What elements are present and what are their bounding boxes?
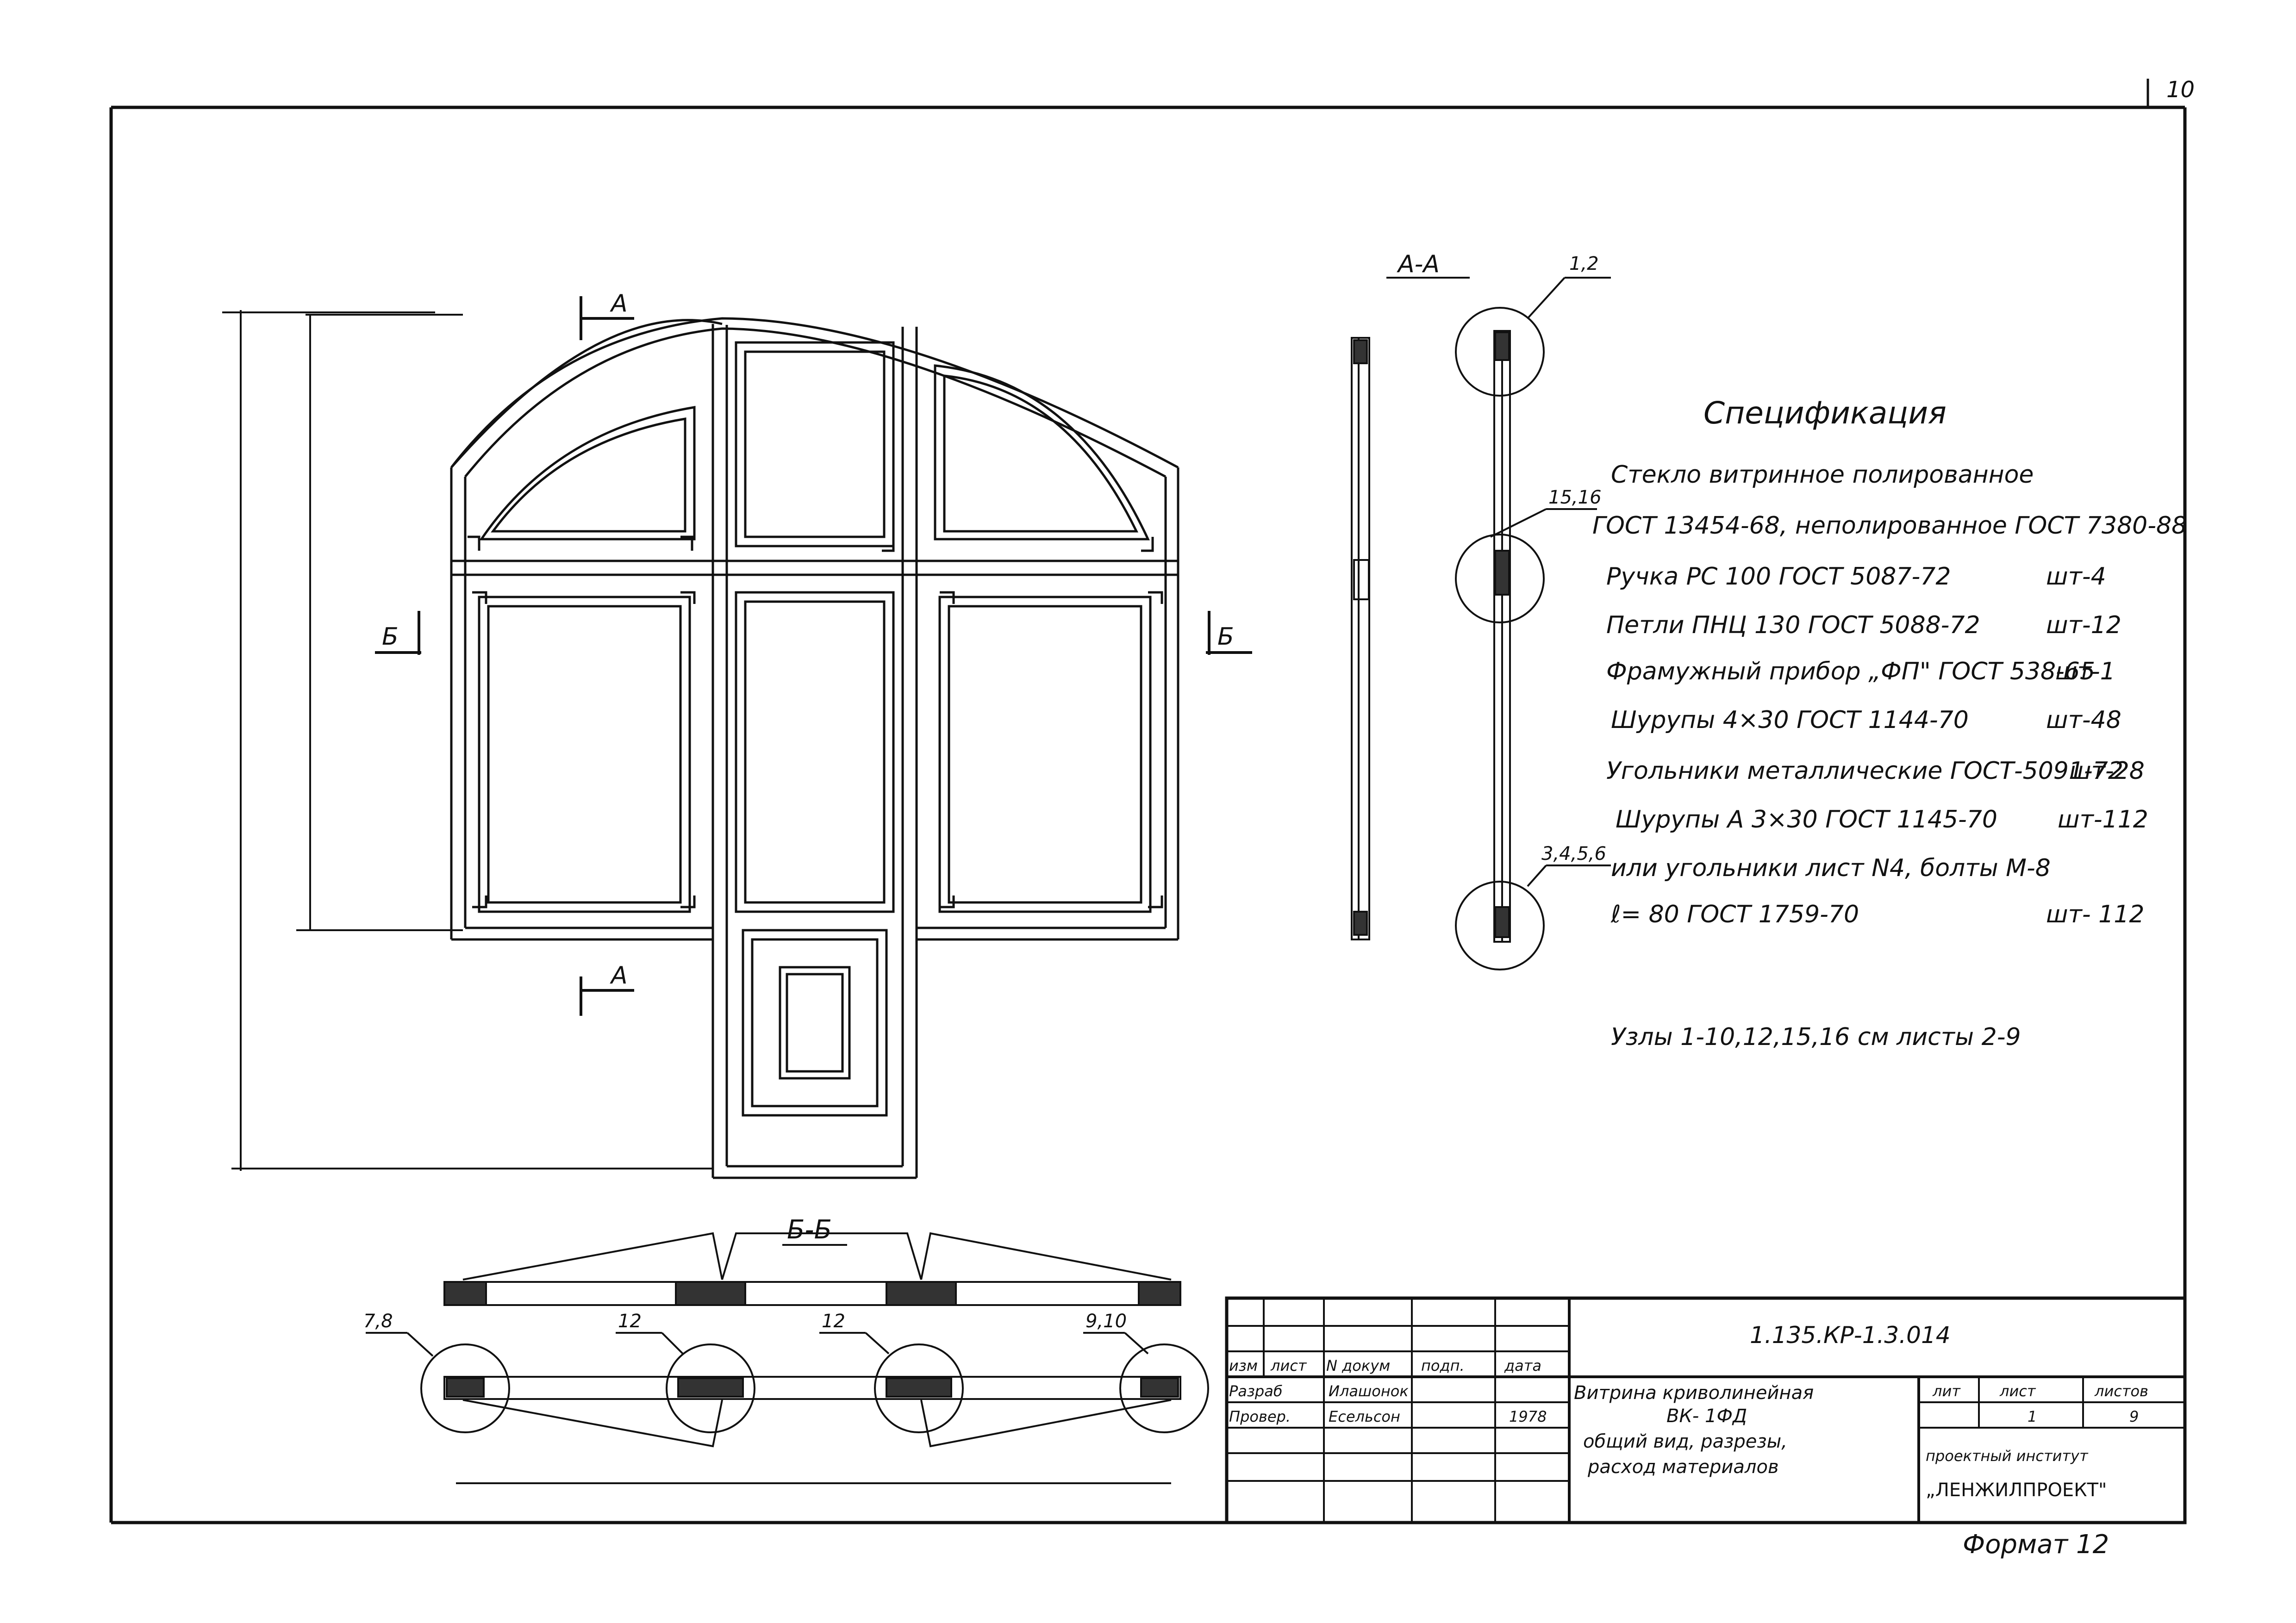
spec-qty: шт-28: [2069, 757, 2145, 785]
dimension-lines: [222, 310, 1171, 1484]
spec-qty: шт-1: [2055, 658, 2115, 685]
section-mark-b-left: Б: [382, 623, 399, 651]
spec-line: ℓ= 80 ГОСТ 1759-70: [1611, 901, 1859, 928]
spec-line: Фрамужный прибор „ФП" ГОСТ 538-65: [1606, 658, 2096, 685]
sheet-value: 1: [2028, 1408, 2037, 1425]
header-doc: N докум: [1326, 1357, 1391, 1374]
title-line: Витрина криволинейная: [1574, 1382, 1814, 1404]
spec-line: Угольники металлические ГОСТ-5091-72: [1606, 757, 2123, 785]
doc-code: 1.135.КР-1.3.014: [1750, 1322, 1951, 1349]
nodes-note: Узлы 1-10,12,15,16 см листы 2-9: [1611, 1023, 2021, 1051]
title-line: расход материалов: [1588, 1456, 1779, 1478]
callout-bb-left: 7,8: [363, 1311, 393, 1332]
org-line1: проектный институт: [1926, 1447, 2088, 1465]
title-block-grid: [1225, 1296, 2187, 1524]
lit-label: лит: [1933, 1382, 1960, 1400]
spec-line: Шурупы А 3×30 ГОСТ 1145-70: [1616, 806, 1997, 833]
row-name: Есельсон: [1329, 1408, 1400, 1425]
spec-qty: шт-112: [2058, 806, 2148, 833]
section-mark-a-top: А: [611, 290, 628, 317]
spec-qty: шт-4: [2046, 563, 2106, 591]
section-aa: [1351, 277, 1611, 970]
spec-title: Спецификация: [1703, 395, 1947, 431]
format-label: Формат 12: [1963, 1530, 2109, 1560]
header-izm: изм: [1229, 1357, 1258, 1374]
section-mark-a-bottom: А: [611, 962, 628, 989]
spec-line: Стекло витринное полированное: [1611, 461, 2034, 489]
sheet-label: лист: [2000, 1382, 2036, 1400]
section-aa-title: А-А: [1398, 250, 1440, 278]
sheets-value: 9: [2129, 1408, 2139, 1425]
section-mark-b-right: Б: [1217, 623, 1234, 651]
spec-line: Шурупы 4×30 ГОСТ 1144-70: [1611, 706, 1969, 734]
org-line2: „ЛЕНЖИЛПРОЕКТ": [1926, 1480, 2107, 1501]
callout-bb-right: 9,10: [1086, 1311, 1127, 1332]
spec-line: Ручка РС 100 ГОСТ 5087-72: [1606, 563, 1951, 591]
spec-qty: шт-12: [2046, 611, 2121, 639]
row-name: Илашонок: [1329, 1382, 1409, 1400]
spec-qty: шт-48: [2046, 706, 2121, 734]
header-date: дата: [1504, 1357, 1541, 1374]
callout-aa-bottom: 3,4,5,6: [1541, 843, 1606, 864]
sheet-frame: [109, 79, 2187, 1524]
section-bb-title: Б-Б: [787, 1215, 832, 1245]
header-sign: подп.: [1421, 1357, 1465, 1374]
callout-bb-mid1: 12: [618, 1311, 642, 1332]
callout-aa-top: 1,2: [1569, 253, 1599, 274]
callout-aa-mid: 15,16: [1548, 487, 1602, 508]
callout-bb-mid2: 12: [822, 1311, 845, 1332]
page-number: 10: [2166, 77, 2195, 103]
row-date: 1978: [1509, 1408, 1547, 1425]
sheets-label: листов: [2095, 1382, 2148, 1400]
spec-line: ГОСТ 13454-68, неполированное ГОСТ 7380-…: [1592, 512, 2187, 540]
title-line: общий вид, разрезы,: [1583, 1431, 1787, 1452]
section-marks: [375, 296, 1252, 1016]
section-bb: [366, 1232, 1209, 1448]
spec-qty: шт- 112: [2046, 901, 2145, 928]
title-line: ВК- 1ФД: [1666, 1405, 1747, 1427]
spec-line: Петли ПНЦ 130 ГОСТ 5088-72: [1606, 611, 1980, 639]
row-role: Разраб: [1229, 1382, 1283, 1400]
row-role: Провер.: [1229, 1408, 1291, 1425]
header-list: лист: [1271, 1357, 1307, 1374]
spec-line: или угольники лист N4, болты М-8: [1611, 854, 2051, 882]
elevation-view: [450, 317, 1179, 1179]
